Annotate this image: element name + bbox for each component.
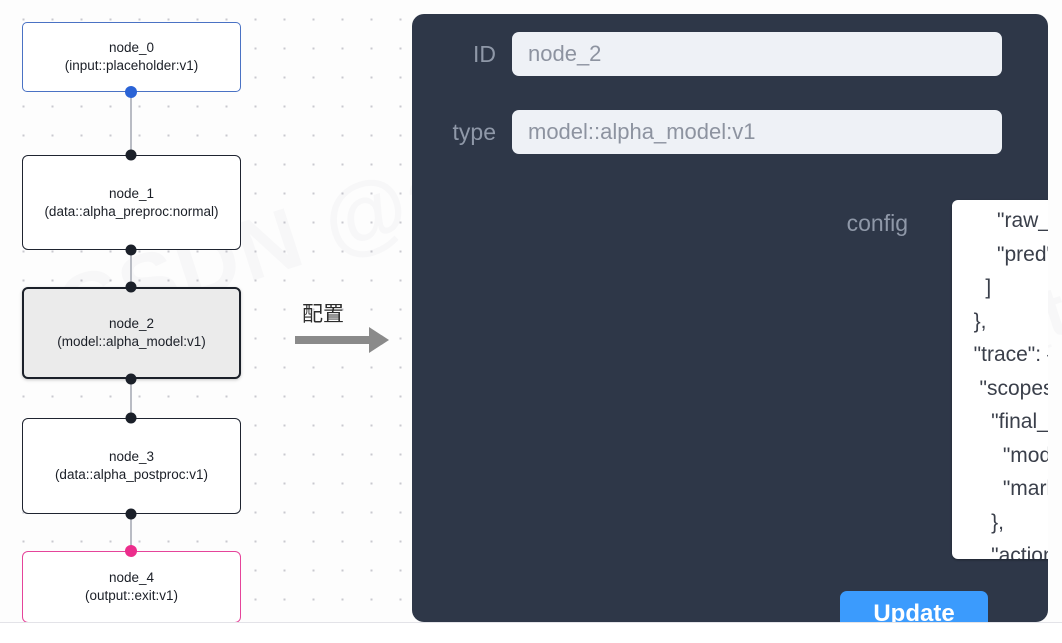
edge-node0-node1 — [130, 92, 132, 155]
id-input[interactable] — [512, 32, 1002, 76]
graph-node-node_1[interactable]: node_1 (data::alpha_preproc:normal) — [22, 155, 241, 250]
type-field-label: type — [452, 118, 496, 145]
graph-node-node_3[interactable]: node_3 (data::alpha_postproc:v1) — [22, 418, 241, 514]
node_0-source-handle[interactable] — [125, 86, 137, 98]
node_4-target-handle[interactable] — [125, 545, 137, 557]
arrow-head-icon — [369, 327, 389, 353]
node_2-source-handle[interactable] — [125, 373, 137, 385]
id-field-label: ID — [473, 40, 496, 67]
config-textarea[interactable]: "raw_action", "pred" ] }, "trace": { "sc… — [973, 209, 1048, 559]
update-button[interactable]: Update — [840, 591, 988, 622]
node_2-target-handle[interactable] — [125, 281, 137, 293]
node_3-target-handle[interactable] — [125, 412, 137, 424]
graph-node-node_2[interactable]: node_2 (model::alpha_model:v1) — [22, 287, 241, 379]
graph-node-node_4[interactable]: node_4 (output::exit:v1) — [22, 551, 241, 622]
node_1-source-handle[interactable] — [125, 244, 137, 256]
edge-node2-node3 — [130, 379, 132, 418]
config-arrow-annotation: 配置 — [295, 298, 395, 358]
edge-node1-node2 — [130, 250, 132, 287]
arrow-shaft — [295, 336, 370, 344]
config-field-label: config — [846, 210, 908, 236]
graph-node-node_0[interactable]: node_0 (input::placeholder:v1) — [22, 22, 241, 92]
type-input[interactable] — [512, 110, 1002, 154]
edge-node3-node4 — [130, 514, 132, 551]
graph-node-label: node_0 (input::placeholder:v1) — [64, 40, 199, 73]
node_1-target-handle[interactable] — [125, 149, 137, 161]
field-row-type: type — [414, 110, 1044, 154]
field-row-id: ID — [414, 32, 1044, 76]
graph-node-label: node_2 (model::alpha_model:v1) — [57, 316, 206, 349]
graph-node-label: node_3 (data::alpha_postproc:v1) — [54, 449, 209, 482]
graph-node-label: node_1 (data::alpha_preproc:normal) — [44, 185, 219, 219]
node_3-source-handle[interactable] — [125, 508, 137, 520]
config-arrow-label: 配置 — [302, 302, 344, 326]
node-properties-panel: ID type config "raw_action", "pred" ] },… — [412, 14, 1048, 622]
graph-node-label: node_4 (output::exit:v1) — [84, 570, 179, 603]
config-textarea-wrap[interactable]: "raw_action", "pred" ] }, "trace": { "sc… — [952, 200, 1048, 559]
